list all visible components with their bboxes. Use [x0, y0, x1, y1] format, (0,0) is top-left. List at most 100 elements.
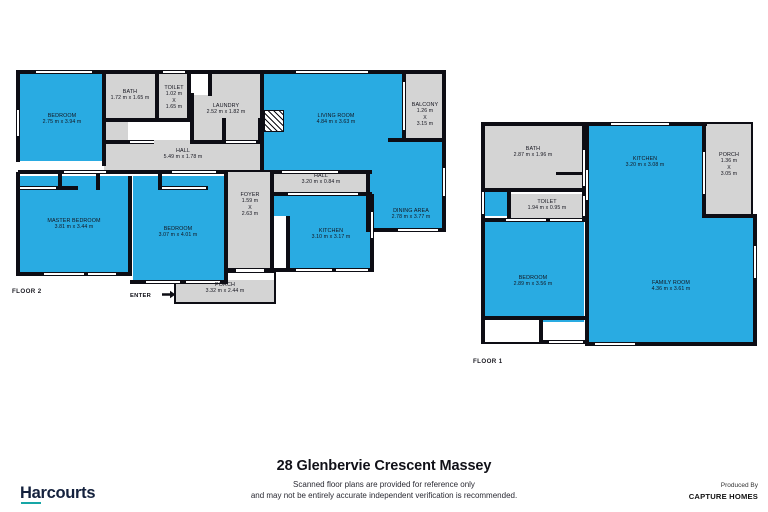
window-f1-bedroom-top-2 — [550, 218, 582, 222]
wall-foyer-right — [270, 172, 274, 272]
window-toilet-top — [163, 70, 185, 74]
produced-by-label: Produced By — [720, 482, 758, 489]
window-balcony-left — [402, 82, 406, 130]
enter-label: ENTER — [130, 293, 152, 299]
room-dining-link — [370, 168, 390, 230]
room-f1-family — [589, 216, 757, 345]
wall-laundry-right — [208, 70, 212, 96]
window-f1-bedroom-bottom — [549, 340, 583, 344]
window-f1-kitchen-door — [585, 170, 589, 200]
room-bath — [104, 73, 157, 120]
wall-f1-notch-bottom — [481, 316, 541, 320]
room-bath-ext — [104, 120, 128, 142]
wall-foyer-bottom — [224, 268, 238, 273]
floor-1-plan: BATH 2.87 m x 1.96 m TOILET 1.94 m x 0.9… — [466, 0, 768, 380]
wall-exterior-top — [16, 70, 214, 74]
wall-foyer-bottom-2 — [262, 268, 276, 273]
window-dining-right — [442, 168, 446, 196]
window-hall-opening-mid — [172, 170, 216, 174]
wall-f1-toilet-left — [507, 190, 511, 222]
wall-toilet-bottom — [155, 118, 191, 122]
cutout-f1-bedroom-notch — [485, 320, 539, 342]
page-title: 28 Glenbervie Crescent Massey — [276, 458, 492, 474]
window-master-closet-opening — [20, 186, 56, 190]
fireplace-hatch-icon — [264, 110, 284, 132]
room-master-bedroom — [18, 176, 130, 272]
window-bedroom-upper-left — [16, 110, 20, 136]
window-kitchen-bottom-2 — [336, 268, 368, 272]
room-f1-family-upper — [589, 170, 703, 230]
window-master-bottom-2 — [88, 272, 116, 276]
producer-name: CAPTURE HOMES — [688, 491, 758, 501]
window-f1-kitchen-top — [611, 122, 669, 126]
wall-bedroom-foyer — [224, 172, 228, 284]
produced-by-block: Produced By CAPTURE HOMES — [598, 481, 758, 503]
room-f1-toilet — [510, 194, 584, 221]
window-f1-bath-right-door — [582, 150, 586, 186]
window-f1-family-bottom — [595, 342, 635, 346]
wall-f1-porch-bottom — [702, 214, 756, 218]
harcourts-logo-accent — [21, 502, 41, 504]
window-kitchen-right — [370, 212, 374, 238]
window-master-bottom — [44, 272, 84, 276]
wall-master-closet-2 — [96, 172, 100, 190]
disclaimer-line-2: and may not be entirely accurate indepen… — [250, 491, 518, 500]
wall-f1-bedroom-notch-v — [539, 316, 543, 344]
opening-hall-to-foyer — [228, 172, 270, 176]
wall-f1-exterior-right-porch — [751, 122, 753, 216]
window-hall2-opening — [288, 192, 358, 196]
wall-laundry-left — [190, 93, 194, 143]
room-bedroom-lower — [133, 176, 225, 280]
wall-toilet-right — [187, 70, 191, 122]
wall-f1-exterior-left-bath — [481, 122, 485, 192]
room-f1-bath — [483, 126, 584, 189]
window-dining-bottom — [398, 228, 438, 232]
wall-bath-ext-bottom — [106, 140, 130, 144]
opening-living-to-dining — [406, 142, 442, 170]
window-f1-toilet-door — [582, 196, 586, 216]
wall-f1-bath-stub — [556, 172, 586, 175]
wall-kitchen-left-stub — [286, 194, 290, 270]
window-bedroom-lower-bottom — [146, 280, 180, 284]
floor-1-tag: FLOOR 1 — [473, 358, 503, 365]
room-kitchen — [290, 194, 372, 270]
wall-dining-left-upper — [366, 172, 370, 232]
wall-bedroom-closet — [158, 172, 162, 190]
wall-f1-exterior-left-bedroom — [481, 214, 485, 344]
wall-bath-toilet — [155, 70, 159, 122]
room-toilet — [159, 73, 189, 120]
floor-2-tag: FLOOR 2 — [12, 288, 42, 295]
wall-fireplace-frame — [262, 108, 264, 134]
window-laundry-bottom-opening — [226, 140, 256, 144]
room-hall-main-left — [104, 120, 109, 145]
window-hall-opening-right — [282, 170, 338, 174]
window-foyer-door — [236, 268, 264, 273]
room-f1-bath-side — [483, 192, 507, 216]
wall-f1-exterior-bottom-family — [585, 342, 757, 346]
room-balcony — [406, 73, 445, 140]
wall-f1-exterior-top-porch — [705, 122, 753, 124]
room-bedroom-upper — [18, 73, 106, 161]
window-bedroom-closet-opening — [162, 186, 206, 190]
window-bedroom-upper-top — [36, 70, 92, 74]
window-living-top — [296, 70, 368, 74]
wall-exterior-right-balcony — [442, 70, 446, 142]
window-bedroom-lower-bottom-2 — [186, 280, 220, 284]
window-f1-bedroom-top — [506, 218, 546, 222]
wall-porch-left — [174, 280, 176, 304]
wall-hall-bottom — [18, 170, 280, 174]
window-f1-porch-opening — [702, 152, 706, 194]
window-hall-opening-left — [64, 170, 106, 174]
window-f1-bath-side-opening — [481, 192, 485, 214]
window-kitchen-bottom — [296, 268, 332, 272]
wall-f1-family-left — [585, 214, 589, 344]
room-hall-main — [104, 140, 262, 173]
wall-exterior-left-lower — [16, 172, 20, 276]
wall-f1-bath-bottom — [481, 188, 586, 192]
wall-exterior-top-laundry — [210, 70, 266, 74]
enter-arrow-icon — [162, 290, 176, 301]
wall-balcony-bottom — [388, 138, 446, 142]
wall-bath-bottom — [104, 118, 156, 122]
window-bath-door — [130, 140, 154, 144]
